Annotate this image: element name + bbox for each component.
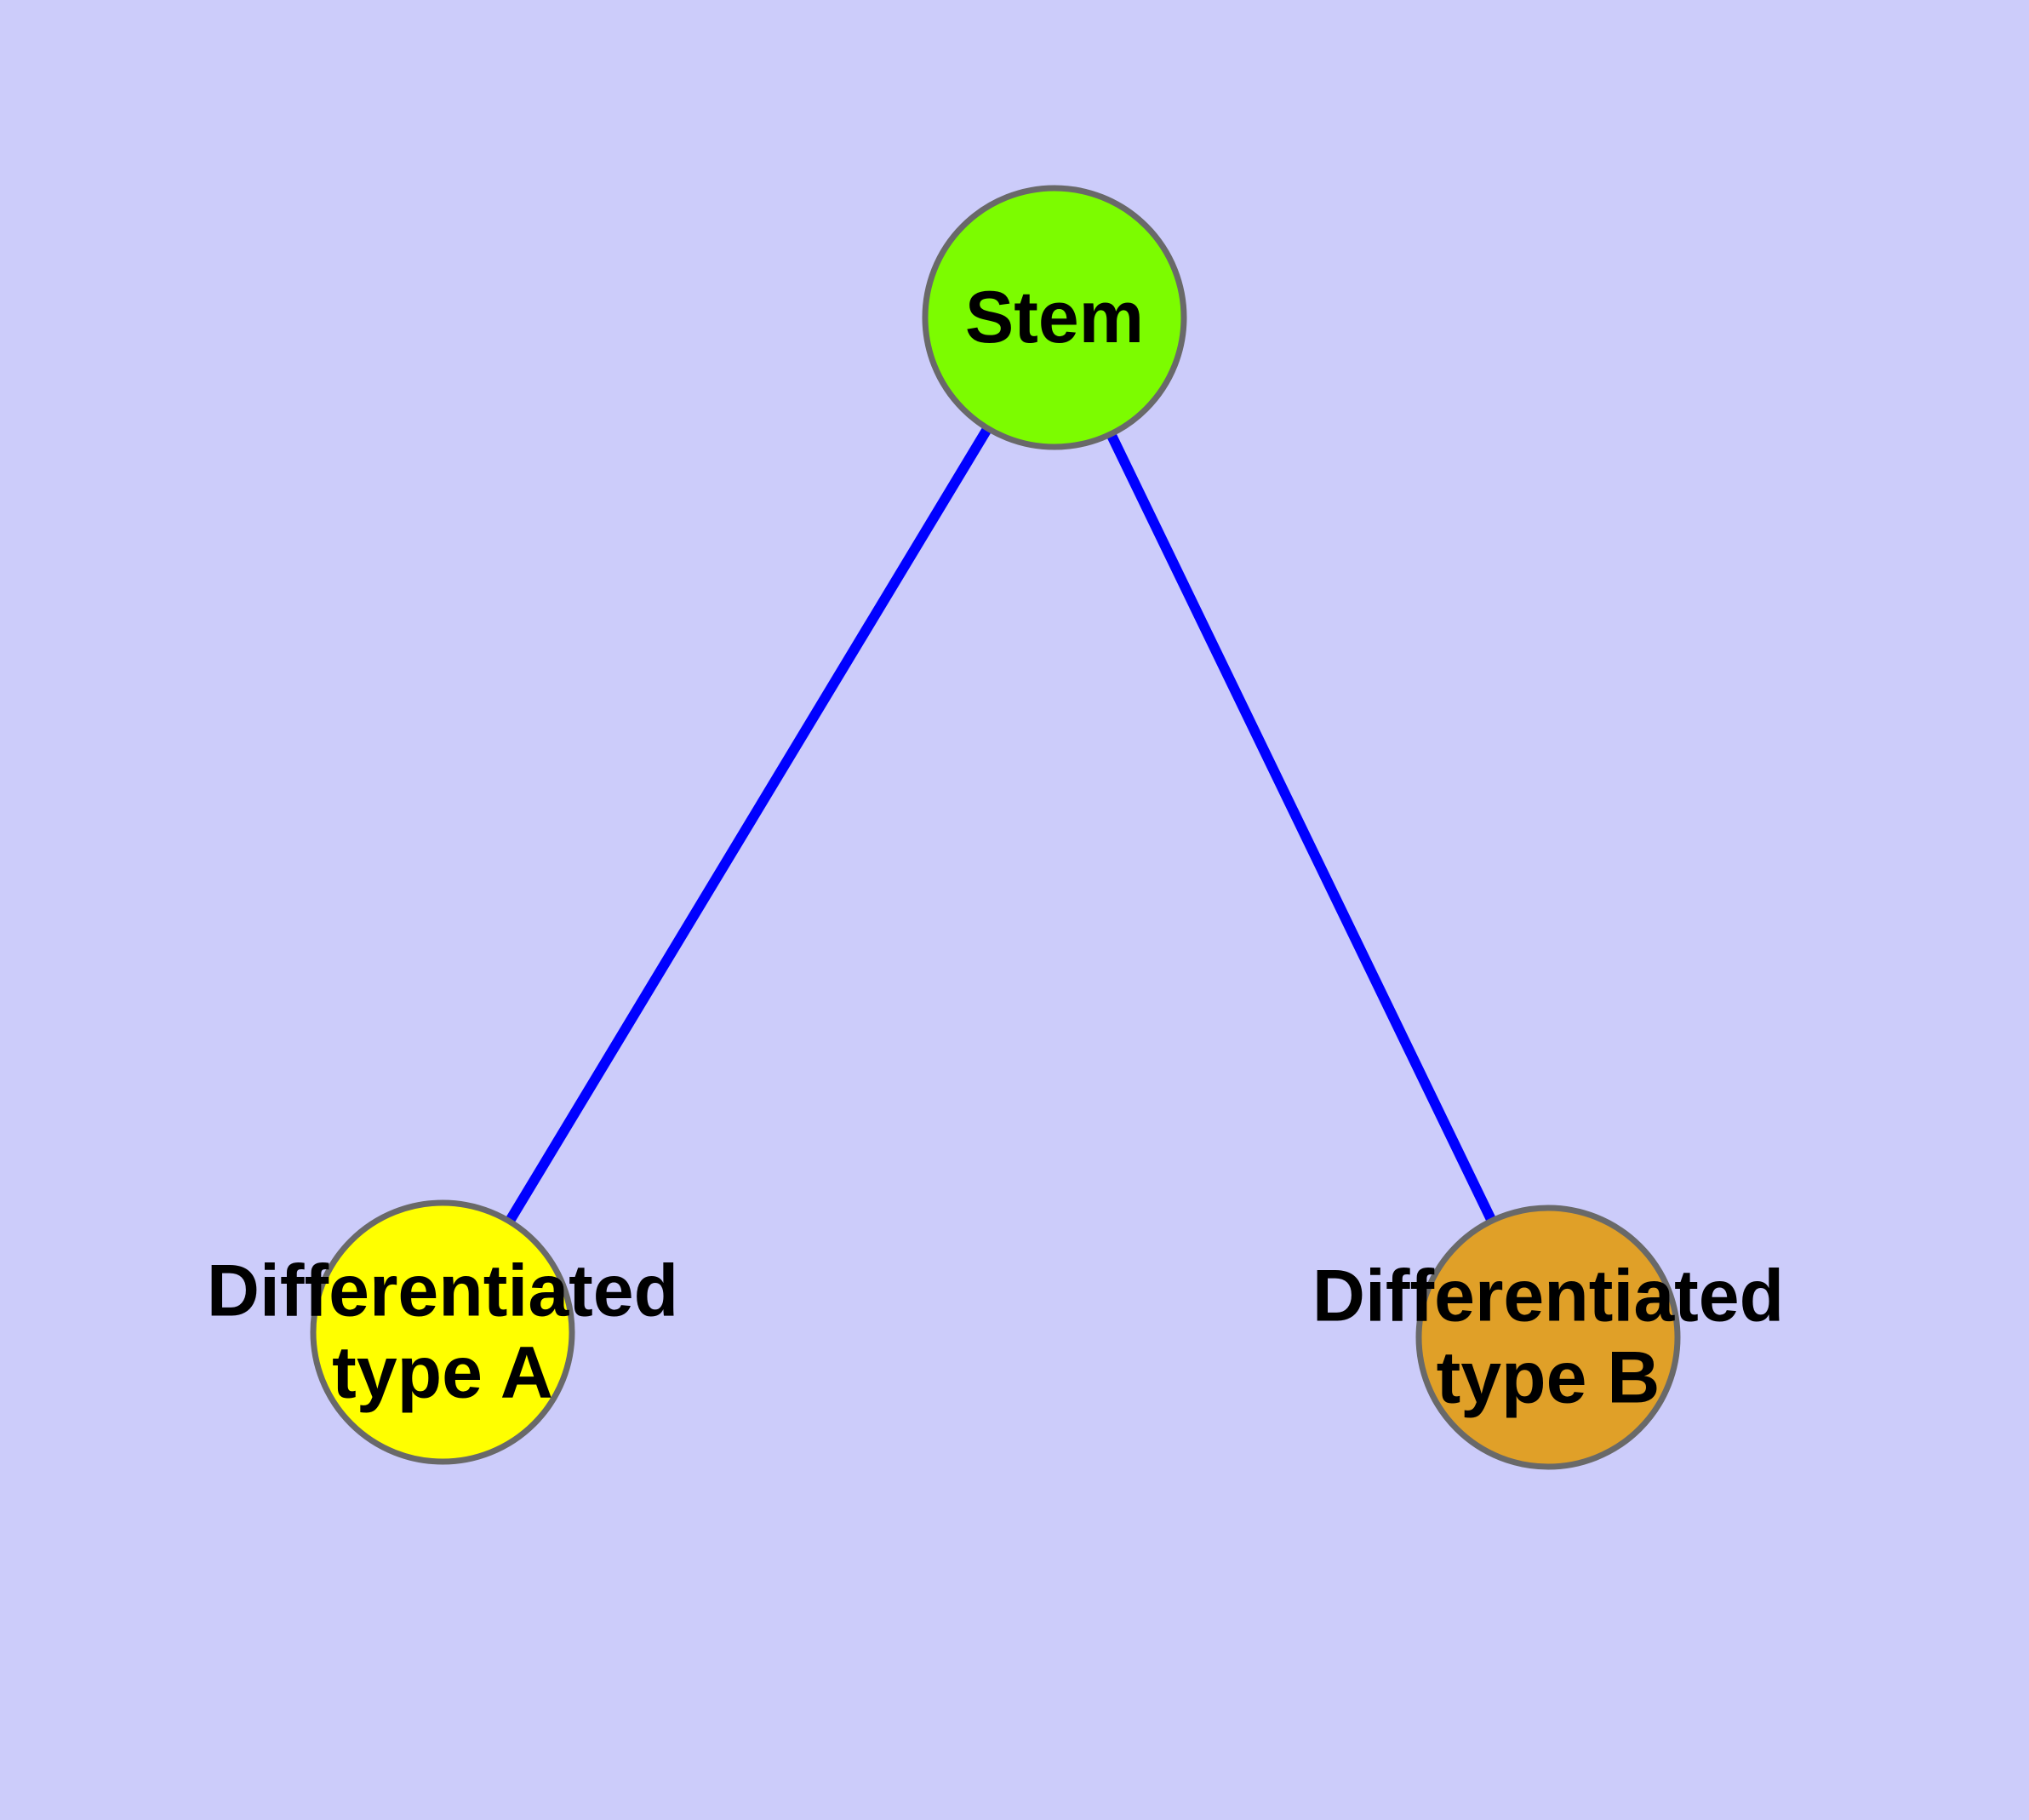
graph-node-diff_a[interactable]	[310, 1199, 575, 1465]
graph-edge-stem-to-a[interactable]	[506, 426, 992, 1223]
graph-edge-stem-to-b[interactable]	[1106, 432, 1496, 1222]
node-layer	[310, 185, 1681, 1470]
edge-layer	[506, 426, 1496, 1223]
graph-node-diff_b[interactable]	[1415, 1205, 1681, 1470]
graph-node-stem[interactable]	[922, 185, 1187, 450]
